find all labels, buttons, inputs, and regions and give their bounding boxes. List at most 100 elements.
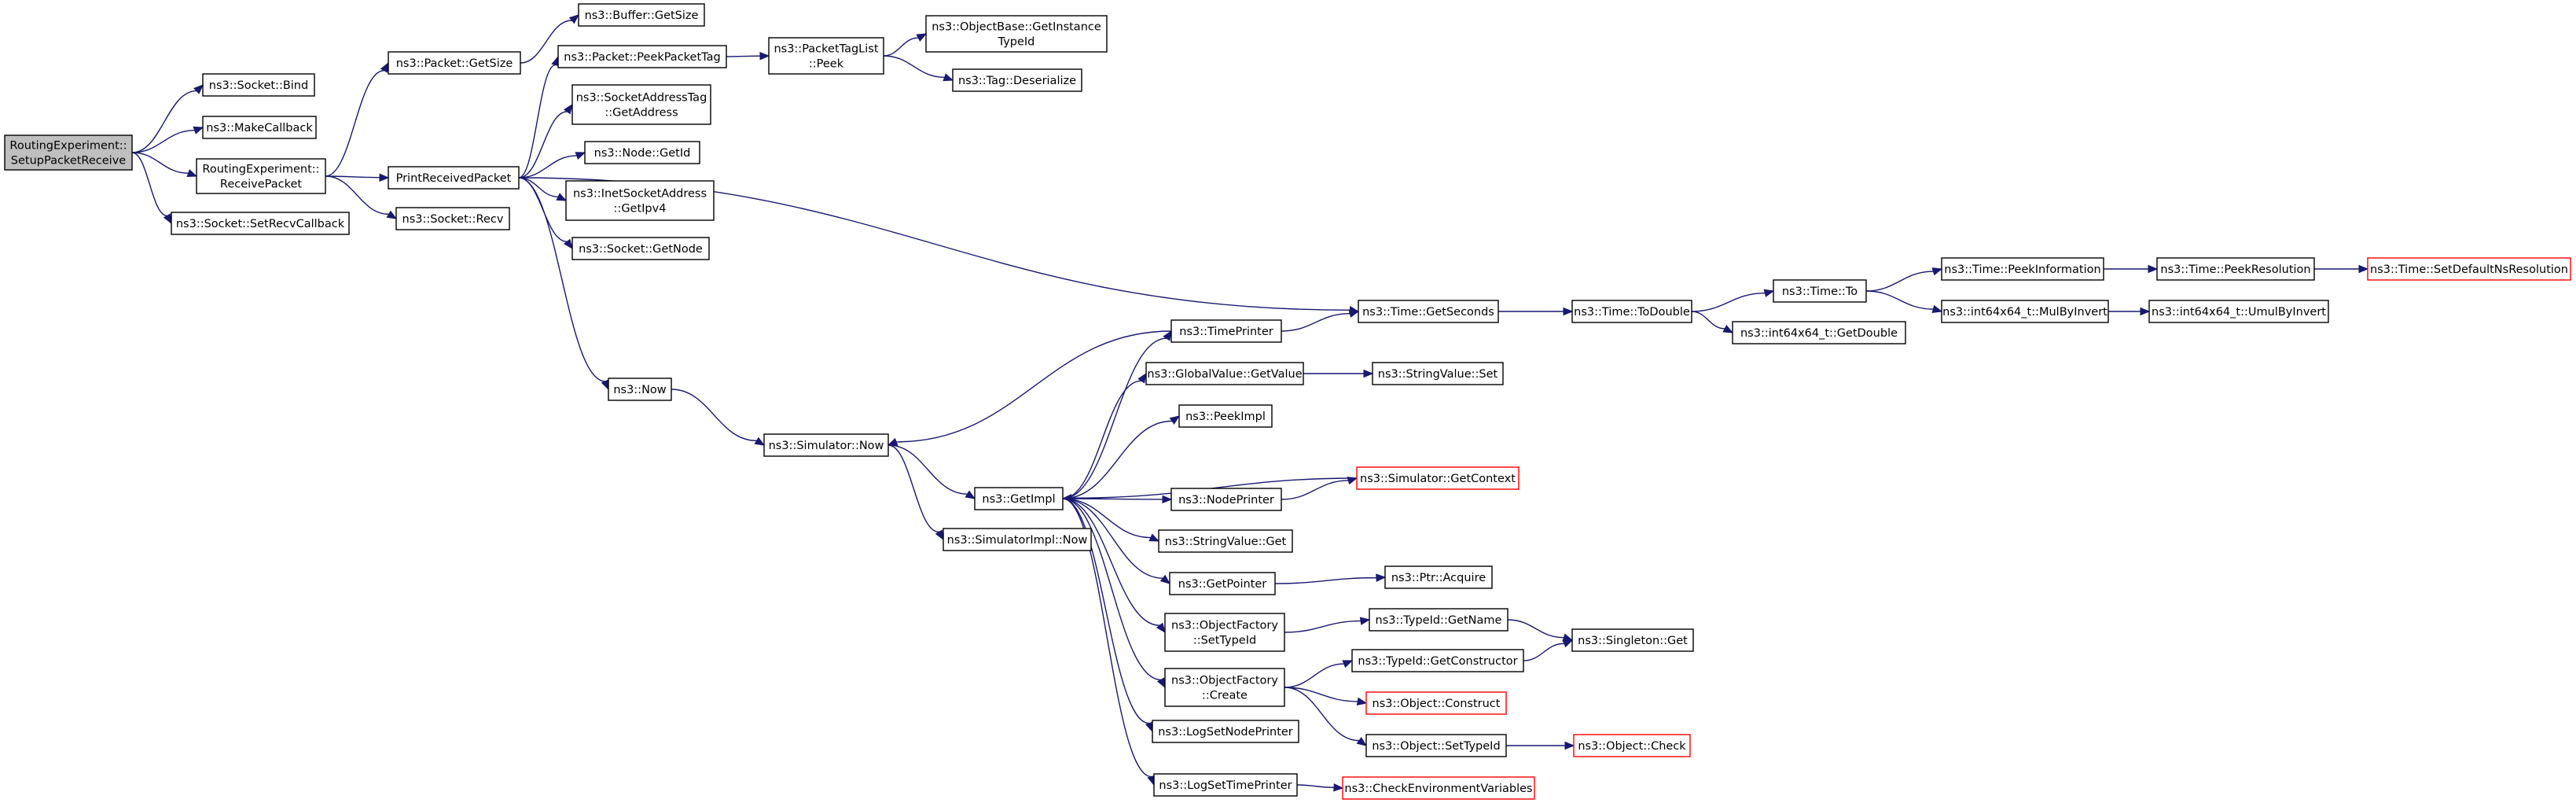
node-box-singletonget[interactable]	[1571, 628, 1694, 652]
node-now[interactable]: ns3::Now	[608, 378, 672, 401]
node-timeto[interactable]: ns3::Time::To	[1773, 279, 1867, 303]
node-objconstruct[interactable]: ns3::Object::Construct	[1365, 691, 1507, 715]
node-setrecvcallback[interactable]: ns3::Socket::SetRecvCallback	[171, 212, 350, 235]
node-box-svset[interactable]	[1372, 362, 1504, 385]
node-box-timetodouble[interactable]	[1571, 300, 1692, 323]
node-packettaglistpeek[interactable]: ns3::PacketTagList::Peek	[768, 37, 884, 75]
node-objsettypeid[interactable]: ns3::Object::SetTypeId	[1365, 734, 1507, 757]
node-receivepacket[interactable]: RoutingExperiment::ReceivePacket	[196, 158, 326, 194]
node-ofcreate[interactable]: ns3::ObjectFactory::Create	[1164, 668, 1285, 707]
node-setdefaultns[interactable]: ns3::Time::SetDefaultNsResolution	[2367, 257, 2571, 281]
node-getpointer[interactable]: ns3::GetPointer	[1169, 572, 1276, 595]
node-box-gvgetvalue[interactable]	[1145, 362, 1304, 385]
node-timegetseconds[interactable]: ns3::Time::GetSeconds	[1358, 300, 1499, 323]
node-ofsettypeid[interactable]: ns3::ObjectFactory::SetTypeId	[1164, 613, 1285, 652]
node-box-ofsettypeid[interactable]	[1164, 613, 1285, 652]
node-bind[interactable]: ns3::Socket::Bind	[202, 73, 315, 97]
node-logsetnodeprinter[interactable]: ns3::LogSetNodePrinter	[1152, 720, 1299, 743]
node-box-sockaddrtag[interactable]	[571, 84, 711, 125]
node-timeprinter[interactable]: ns3::TimePrinter	[1170, 319, 1282, 343]
node-int64getdouble[interactable]: ns3::int64x64_t::GetDouble	[1732, 321, 1906, 344]
node-printreceived[interactable]: PrintReceivedPacket	[388, 166, 520, 190]
node-box-setrecvcallback[interactable]	[171, 212, 350, 235]
node-box-root[interactable]	[4, 134, 133, 171]
node-box-typeidgetctor[interactable]	[1351, 649, 1524, 672]
node-box-timeto[interactable]	[1773, 279, 1867, 303]
node-svset[interactable]: ns3::StringValue::Set	[1372, 362, 1504, 385]
node-box-now[interactable]	[608, 378, 672, 401]
node-box-inetgetipv4[interactable]	[565, 180, 715, 221]
node-box-simgetcontext[interactable]	[1356, 466, 1520, 490]
node-box-socketgetnode[interactable]	[571, 237, 710, 260]
node-box-objconstruct[interactable]	[1365, 691, 1507, 715]
node-gvgetvalue[interactable]: ns3::GlobalValue::GetValue	[1145, 362, 1304, 385]
node-box-int64getdouble[interactable]	[1732, 321, 1906, 344]
node-peekresolution[interactable]: ns3::Time::PeekResolution	[2156, 257, 2315, 281]
node-umulbyinvert[interactable]: ns3::int64x64_t::UmulByInvert	[2148, 300, 2329, 323]
node-getimpl[interactable]: ns3::GetImpl	[974, 487, 1064, 510]
node-tagdeserialize[interactable]: ns3::Tag::Deserialize	[952, 68, 1082, 92]
node-box-packettaglistpeek[interactable]	[768, 37, 884, 75]
node-simnow[interactable]: ns3::Simulator::Now	[763, 433, 889, 457]
node-box-timegetseconds[interactable]	[1358, 300, 1499, 323]
node-sockaddrtag[interactable]: ns3::SocketAddressTag::GetAddress	[571, 84, 711, 125]
node-logsettimeprinter[interactable]: ns3::LogSetTimePrinter	[1153, 773, 1298, 797]
node-box-logsettimeprinter[interactable]	[1153, 773, 1298, 797]
node-box-umulbyinvert[interactable]	[2148, 300, 2329, 323]
node-objcheck[interactable]: ns3::Object::Check	[1573, 734, 1691, 757]
node-box-objsettypeid[interactable]	[1365, 734, 1507, 757]
node-box-packetgetsize[interactable]	[388, 51, 521, 75]
node-box-svget[interactable]	[1158, 529, 1293, 553]
node-box-makecallback[interactable]	[202, 116, 317, 139]
node-peekimpl[interactable]: ns3::PeekImpl	[1178, 404, 1273, 428]
node-box-mulbyinvert[interactable]	[1941, 300, 2109, 323]
node-mulbyinvert[interactable]: ns3::int64x64_t::MulByInvert	[1941, 300, 2109, 323]
node-simgetcontext[interactable]: ns3::Simulator::GetContext	[1356, 466, 1520, 490]
node-box-objcheck[interactable]	[1573, 734, 1691, 757]
node-box-peekimpl[interactable]	[1178, 404, 1273, 428]
node-box-getimpl[interactable]	[974, 487, 1064, 510]
node-nodegetid[interactable]: ns3::Node::GetId	[584, 141, 700, 164]
node-makecallback[interactable]: ns3::MakeCallback	[202, 116, 317, 139]
node-box-tagdeserialize[interactable]	[952, 68, 1082, 92]
node-packetgetsize[interactable]: ns3::Packet::GetSize	[388, 51, 521, 75]
node-box-peekpackettag[interactable]	[557, 45, 727, 68]
node-typeidgetname[interactable]: ns3::TypeId::GetName	[1369, 608, 1508, 632]
node-box-ofcreate[interactable]	[1164, 668, 1285, 707]
node-nodeprinter[interactable]: ns3::NodePrinter	[1170, 488, 1282, 511]
node-svget[interactable]: ns3::StringValue::Get	[1158, 529, 1293, 553]
node-root[interactable]: RoutingExperiment::SetupPacketReceive	[4, 134, 133, 171]
node-ptracquire[interactable]: ns3::Ptr::Acquire	[1384, 565, 1493, 589]
node-singletonget[interactable]: ns3::Singleton::Get	[1571, 628, 1694, 652]
node-socketgetnode[interactable]: ns3::Socket::GetNode	[571, 237, 710, 260]
node-box-nodeprinter[interactable]	[1170, 488, 1282, 511]
node-peekpackettag[interactable]: ns3::Packet::PeekPacketTag	[557, 45, 727, 68]
node-box-setdefaultns[interactable]	[2367, 257, 2571, 281]
node-box-peekresolution[interactable]	[2156, 257, 2315, 281]
node-box-getinstancetypeid[interactable]	[925, 15, 1108, 53]
node-box-peekinfo[interactable]	[1941, 257, 2104, 281]
node-box-getpointer[interactable]	[1169, 572, 1276, 595]
node-box-printreceived[interactable]	[388, 166, 520, 190]
node-box-ptracquire[interactable]	[1384, 565, 1493, 589]
node-box-simimplnow[interactable]	[943, 528, 1092, 551]
node-inetgetipv4[interactable]: ns3::InetSocketAddress::GetIpv4	[565, 180, 715, 221]
node-box-bind[interactable]	[202, 73, 315, 97]
node-box-receivepacket[interactable]	[196, 158, 326, 194]
node-box-socketrecv[interactable]	[395, 207, 510, 230]
node-typeidgetctor[interactable]: ns3::TypeId::GetConstructor	[1351, 649, 1524, 672]
node-box-typeidgetname[interactable]	[1369, 608, 1508, 632]
node-socketrecv[interactable]: ns3::Socket::Recv	[395, 207, 510, 230]
node-timetodouble[interactable]: ns3::Time::ToDouble	[1571, 300, 1692, 323]
node-box-buffergetsize[interactable]	[578, 3, 705, 27]
node-simimplnow[interactable]: ns3::SimulatorImpl::Now	[943, 528, 1092, 551]
node-box-timeprinter[interactable]	[1170, 319, 1282, 343]
node-box-checkenv[interactable]	[1342, 776, 1535, 800]
node-buffergetsize[interactable]: ns3::Buffer::GetSize	[578, 3, 705, 27]
node-box-simnow[interactable]	[763, 433, 889, 457]
node-peekinfo[interactable]: ns3::Time::PeekInformation	[1941, 257, 2104, 281]
node-checkenv[interactable]: ns3::CheckEnvironmentVariables	[1342, 776, 1535, 800]
node-box-nodegetid[interactable]	[584, 141, 700, 164]
node-box-logsetnodeprinter[interactable]	[1152, 720, 1299, 743]
